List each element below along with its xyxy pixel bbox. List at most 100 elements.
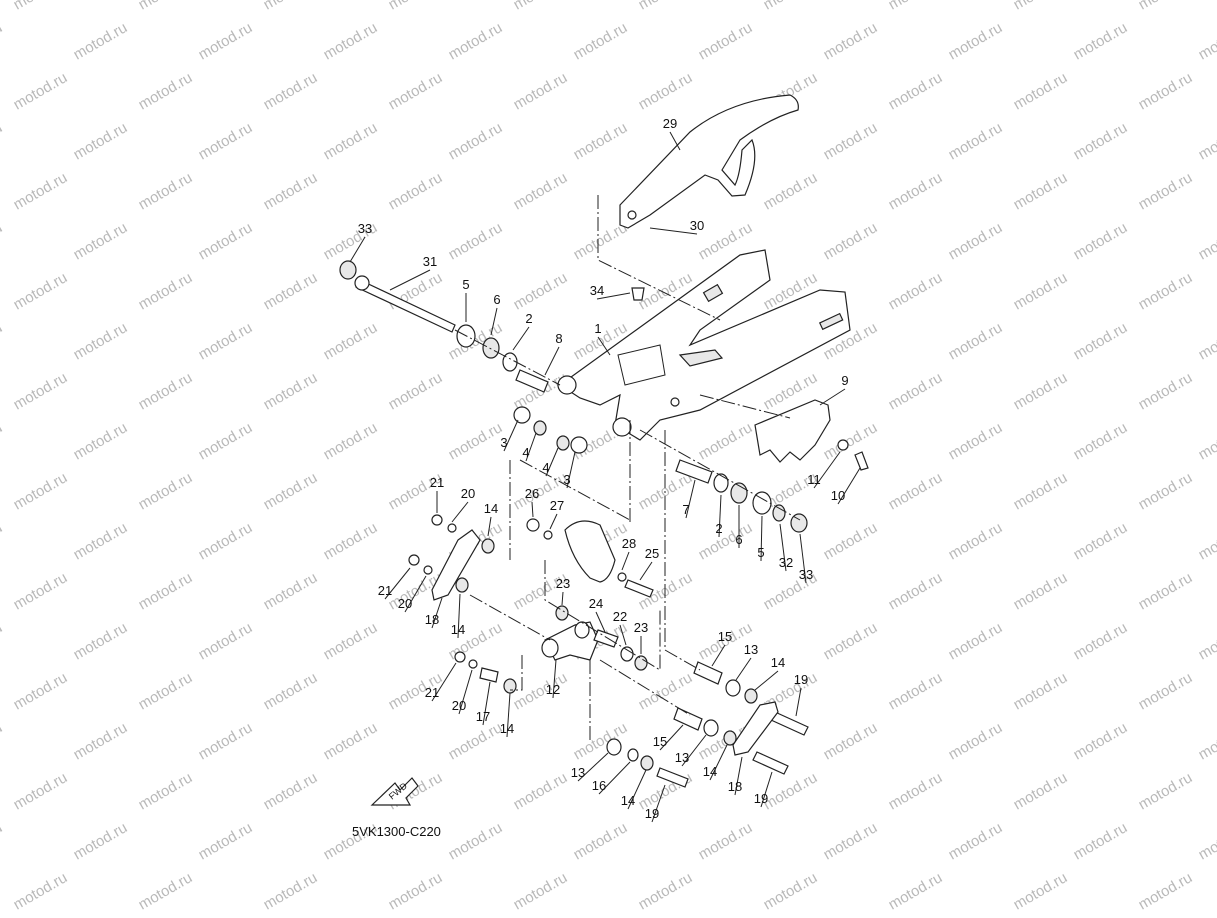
callout-number: 1 — [594, 321, 601, 336]
callout-number: 2 — [715, 521, 722, 536]
watermark-text: motod.ru — [261, 169, 321, 213]
callout-leader-line — [513, 327, 529, 350]
bush-3-right — [571, 437, 587, 453]
watermark-text: motod.ru — [1136, 769, 1196, 813]
watermark-text: motod.ru — [946, 519, 1006, 563]
callout-number: 18 — [425, 612, 439, 627]
watermark-text: motod.ru — [1011, 269, 1071, 313]
watermark-text: motod.ru — [71, 519, 131, 563]
watermark-text: motod.ru — [1196, 319, 1217, 363]
watermark-text: motod.ru — [636, 69, 696, 113]
watermark-text: motod.ru — [136, 0, 196, 13]
watermark-text: motod.ru — [761, 0, 821, 13]
watermark-text: motod.ru — [321, 619, 381, 663]
callout-number: 28 — [622, 536, 636, 551]
watermark-text: motod.ru — [636, 869, 696, 913]
callout-leader-line — [820, 389, 845, 405]
callout-leader-line — [545, 347, 559, 375]
watermark-text: motod.ru — [1136, 469, 1196, 513]
oil-seal-22 — [621, 647, 633, 661]
callout-number: 6 — [493, 292, 500, 307]
watermark-text: motod.ru — [946, 119, 1006, 163]
callout-leader-line — [452, 502, 468, 522]
watermark-text: motod.ru — [946, 819, 1006, 863]
bolt-19-lower — [753, 752, 788, 774]
watermark-text: motod.ru — [1011, 169, 1071, 213]
watermark-text: motod.ru — [761, 169, 821, 213]
callout-leader-line — [596, 612, 605, 632]
callout-number: 19 — [754, 791, 768, 806]
watermark-text: motod.ru — [11, 769, 71, 813]
watermark-text: motod.ru — [0, 419, 5, 463]
watermark-text: motod.ru — [446, 219, 506, 263]
callout-number: 5 — [462, 277, 469, 292]
watermark-text: motod.ru — [71, 419, 131, 463]
watermark-text: motod.ru — [1136, 369, 1196, 413]
callout-number: 25 — [645, 546, 659, 561]
bearing-14-mid — [456, 578, 468, 592]
watermark-text: motod.ru — [11, 69, 71, 113]
watermark-text: motod.ru — [71, 19, 131, 63]
watermark-text: motod.ru — [196, 619, 256, 663]
callout-number: 17 — [476, 709, 490, 724]
watermark-text: motod.ru — [386, 169, 446, 213]
callout-number: 23 — [556, 576, 570, 591]
callout-leader-line — [736, 658, 751, 680]
callout-number: 11 — [807, 472, 821, 487]
bush-13-lower — [607, 739, 621, 755]
watermark-text: motod.ru — [1136, 869, 1196, 913]
watermark-text: motod.ru — [696, 419, 756, 463]
watermark-text: motod.ru — [1071, 119, 1131, 163]
watermark-text: motod.ru — [261, 569, 321, 613]
watermark-text: motod.ru — [321, 119, 381, 163]
watermark-text: motod.ru — [511, 669, 571, 713]
nut-21-c — [455, 652, 465, 662]
callout-number: 14 — [621, 793, 635, 808]
watermark-text: motod.ru — [821, 219, 881, 263]
watermark-text: motod.ru — [1011, 569, 1071, 613]
callout-number: 13 — [571, 765, 585, 780]
watermark-text: motod.ru — [196, 319, 256, 363]
watermark-text: motod.ru — [446, 19, 506, 63]
watermark-text: motod.ru — [636, 0, 696, 13]
watermark-text: motod.ru — [196, 719, 256, 763]
watermark-text: motod.ru — [261, 269, 321, 313]
washer-28 — [618, 573, 626, 581]
callout-number: 29 — [663, 116, 677, 131]
callout-number: 14 — [451, 622, 465, 637]
callout-number: 24 — [589, 596, 603, 611]
bush-3-left — [514, 407, 530, 423]
callout-number: 10 — [831, 488, 845, 503]
callout-number: 14 — [484, 501, 498, 516]
watermark-text: motod.ru — [261, 369, 321, 413]
callout-number: 6 — [735, 532, 742, 547]
watermark-text: motod.ru — [136, 869, 196, 913]
watermark-text: motod.ru — [696, 19, 756, 63]
callout-number: 32 — [779, 555, 793, 570]
callout-number: 31 — [423, 254, 437, 269]
watermark-text: motod.ru — [136, 269, 196, 313]
swingarm-shaft-hole — [671, 398, 679, 406]
watermark-text: motod.ru — [136, 69, 196, 113]
callout-number: 33 — [799, 567, 813, 582]
bolt-19-upper — [771, 712, 808, 735]
watermark-text: motod.ru — [386, 869, 446, 913]
watermark-text: motod.ru — [1071, 319, 1131, 363]
watermark-text: motod.ru — [1136, 69, 1196, 113]
watermark-text: motod.ru — [11, 469, 71, 513]
watermark-text: motod.ru — [761, 769, 821, 813]
bearing-4-right — [557, 436, 569, 450]
watermark-text: motod.ru — [196, 19, 256, 63]
watermark-text: motod.ru — [71, 219, 131, 263]
watermark-text: motod.ru — [1071, 719, 1131, 763]
watermark-text: motod.ru — [886, 369, 946, 413]
watermark-text: motod.ru — [0, 19, 5, 63]
watermark-text: motod.ru — [71, 319, 131, 363]
bearing-14-right-lower — [724, 731, 736, 745]
callout-number: 12 — [546, 682, 560, 697]
watermark-text: motod.ru — [886, 669, 946, 713]
callout-number: 21 — [425, 685, 439, 700]
watermark-text: motod.ru — [446, 719, 506, 763]
washer-20-b — [424, 566, 432, 574]
